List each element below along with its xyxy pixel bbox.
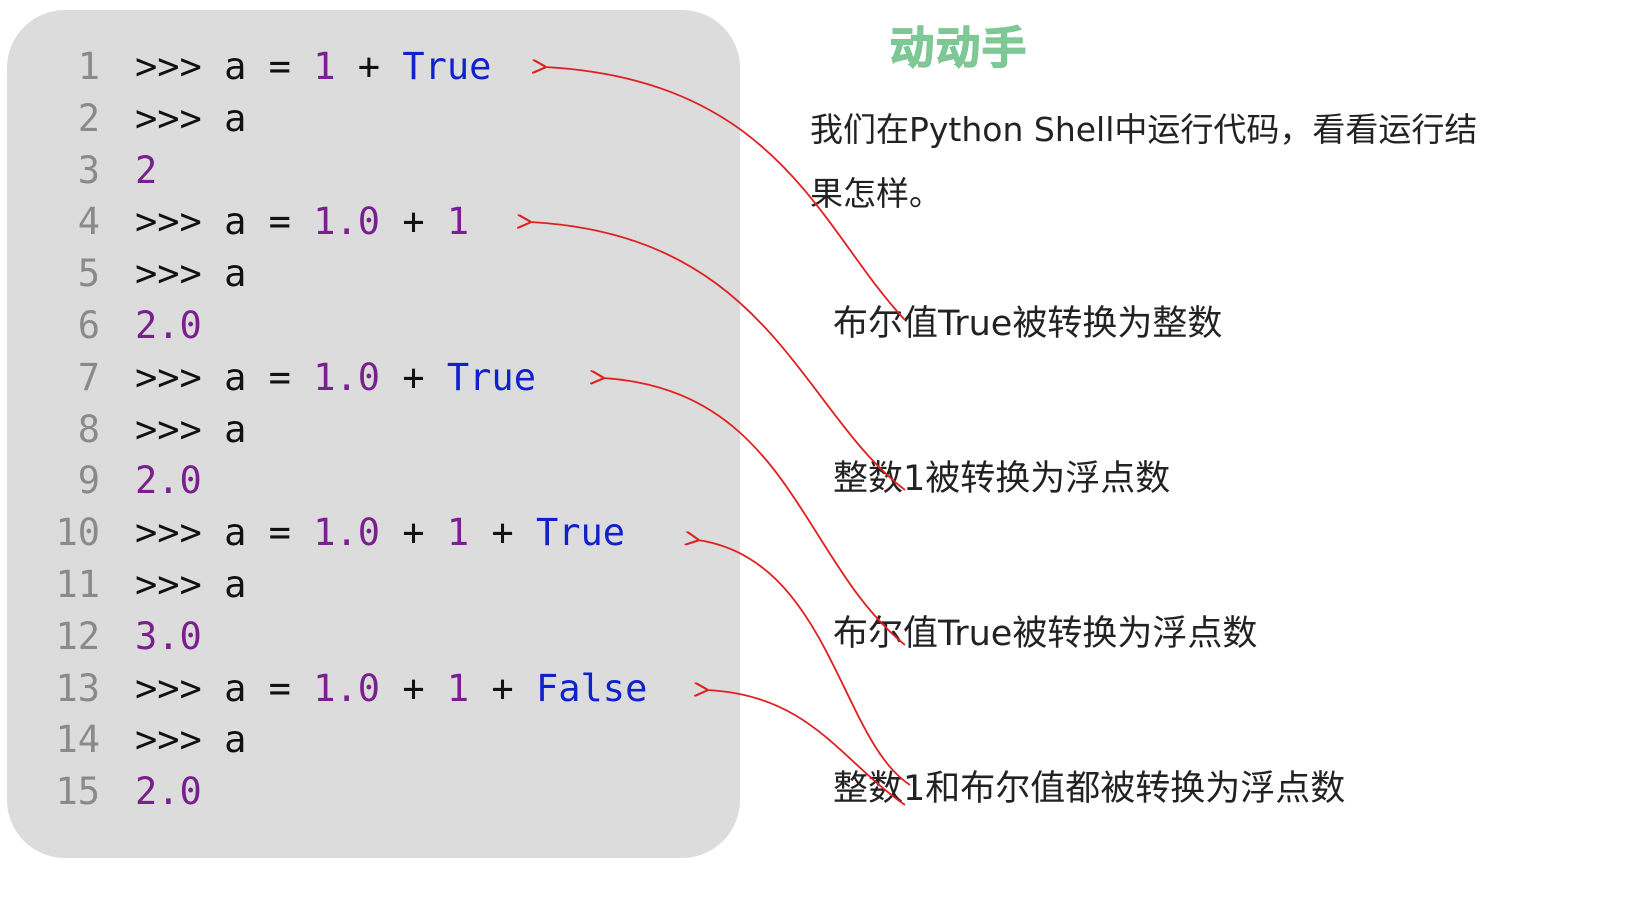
code-token: 1 xyxy=(446,666,470,710)
code-token: 1 xyxy=(446,511,470,555)
intro-text: 我们在Python Shell中运行代码，看看运行结 果怎样。 xyxy=(810,98,1628,226)
line-number: 3 xyxy=(77,148,100,192)
code-token: 1.0 xyxy=(313,666,381,710)
code-text: 2.0 xyxy=(135,766,202,818)
code-token: + xyxy=(380,511,447,555)
code-token: >>> a = xyxy=(135,45,314,88)
line-number: 12 xyxy=(55,614,100,658)
code-token: >>> a = xyxy=(135,511,314,555)
code-token: 1.0 xyxy=(313,355,381,399)
code-text: >>> a xyxy=(135,714,246,766)
code-text: >>> a xyxy=(135,404,246,456)
line-number: 11 xyxy=(55,563,100,606)
code-token: >>> a xyxy=(135,407,247,451)
line-number: 9 xyxy=(77,459,100,503)
code-token: 2.0 xyxy=(135,770,202,814)
code-token: >>> a xyxy=(135,718,247,762)
code-text: 3.0 xyxy=(135,611,202,663)
code-token: >>> a xyxy=(135,96,247,140)
code-text: 2.0 xyxy=(135,300,202,352)
line-number: 10 xyxy=(55,511,100,555)
code-token: + xyxy=(380,666,447,710)
annotation-bool-to-int: 布尔值True被转换为整数 xyxy=(833,304,1223,344)
code-token: >>> a = xyxy=(135,200,314,244)
line-number: 14 xyxy=(55,718,100,762)
code-token: 2.0 xyxy=(135,459,202,503)
annotation-int-to-float: 整数1被转换为浮点数 xyxy=(833,459,1171,499)
line-number: 2 xyxy=(77,96,100,140)
code-text: >>> a = 1.0 + 1 + True xyxy=(135,507,625,559)
code-token: + xyxy=(469,511,536,555)
line-number: 7 xyxy=(77,355,100,399)
code-text: >>> a xyxy=(135,248,246,300)
line-number: 5 xyxy=(77,252,100,296)
intro-line-2: 果怎样。 xyxy=(810,174,942,213)
line-number: 13 xyxy=(55,666,100,710)
code-token: + xyxy=(469,666,536,710)
line-number: 4 xyxy=(77,200,100,244)
line-number: 6 xyxy=(77,304,100,347)
annotation-int-and-bool-to-float: 整数1和布尔值都被转换为浮点数 xyxy=(833,769,1346,809)
line-number: 1 xyxy=(77,45,100,88)
code-text: >>> a = 1.0 + 1 + False xyxy=(135,663,647,715)
code-token: + xyxy=(335,45,403,88)
code-text: >>> a xyxy=(135,93,246,145)
code-token: >>> a = xyxy=(135,666,314,710)
code-token: >>> a xyxy=(135,252,247,296)
code-token: True xyxy=(402,45,492,88)
code-text: >>> a = 1 + True xyxy=(135,41,491,93)
page-title: 动动手 xyxy=(889,22,1028,75)
code-token: 1 xyxy=(446,200,470,244)
code-token: 1.0 xyxy=(313,511,381,555)
code-token: 1.0 xyxy=(313,200,381,244)
code-token: >>> a = xyxy=(135,355,314,399)
code-text: 2.0 xyxy=(135,455,202,507)
code-text: >>> a xyxy=(135,559,246,611)
code-token: 1 xyxy=(313,45,336,88)
line-number: 8 xyxy=(77,407,100,451)
annotation-bool-to-float: 布尔值True被转换为浮点数 xyxy=(833,614,1258,654)
code-token: 3.0 xyxy=(135,614,202,658)
code-token: + xyxy=(380,355,447,399)
code-token: >>> a xyxy=(135,563,247,606)
code-text: >>> a = 1.0 + 1 xyxy=(135,196,469,248)
code-token: False xyxy=(535,666,648,710)
code-text: 2 xyxy=(135,145,157,197)
code-token: + xyxy=(380,200,447,244)
intro-line-1: 我们在Python Shell中运行代码，看看运行结 xyxy=(810,110,1478,149)
code-text: >>> a = 1.0 + True xyxy=(135,352,536,404)
code-token: True xyxy=(535,511,626,555)
code-token: 2 xyxy=(135,148,158,192)
code-token: 2.0 xyxy=(135,304,202,347)
line-number: 15 xyxy=(55,770,100,814)
code-panel xyxy=(7,10,740,858)
code-token: True xyxy=(446,355,536,399)
